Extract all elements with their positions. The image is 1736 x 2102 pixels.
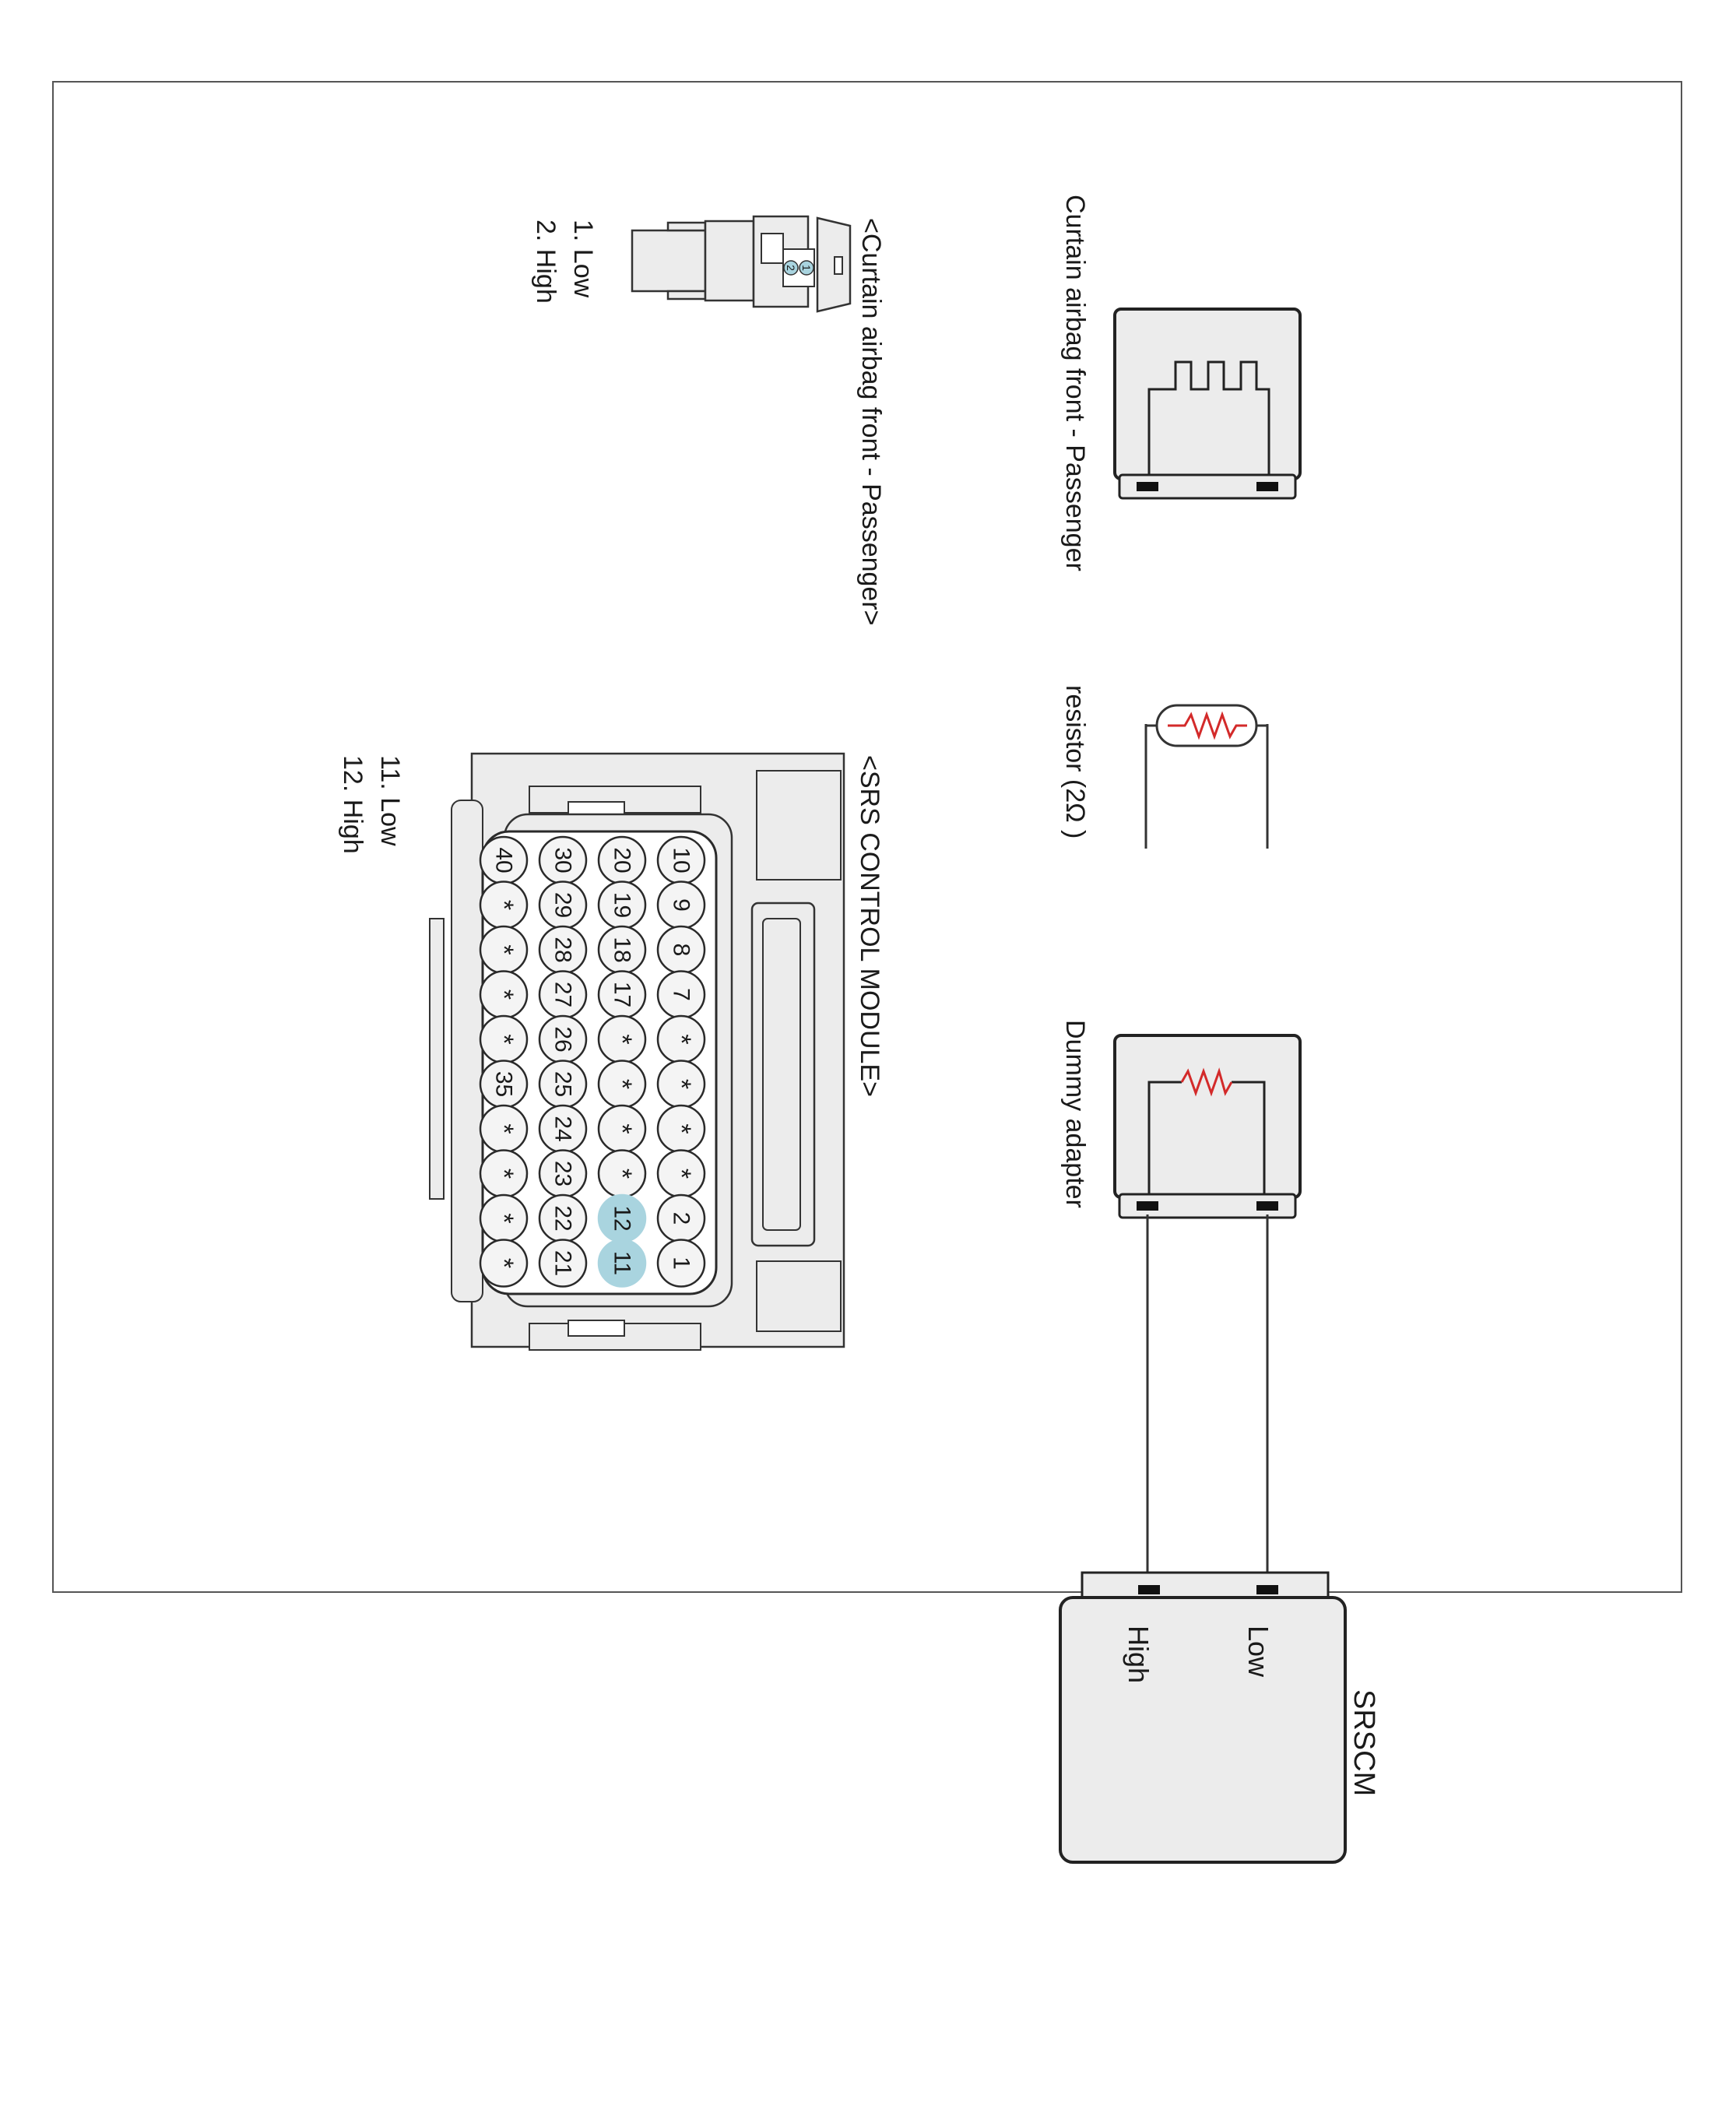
srscm-module xyxy=(1059,1571,1347,1864)
dummy-adapter-label: Dummy adapter xyxy=(1060,1020,1090,1208)
srs-pin-label: * xyxy=(666,1123,696,1134)
srs-pin-label: 2 xyxy=(669,1212,694,1225)
diagram-frame xyxy=(52,81,1682,1593)
srs-pin-label: * xyxy=(489,1034,518,1044)
airbag-pin-2-number: 2 xyxy=(785,265,797,271)
airbag-legend-high: 2. High xyxy=(531,220,561,304)
srs-pin-21 xyxy=(538,1239,588,1288)
resistor-zigzag-icon xyxy=(1168,711,1247,740)
dummy-adapter xyxy=(1113,1034,1302,1219)
curtain-airbag-label: Curtain airbag front - Passenger xyxy=(1060,195,1090,571)
srs-pin-label: 30 xyxy=(550,847,576,873)
srs-pin-1 xyxy=(656,1239,706,1288)
srs-pin-label: 25 xyxy=(550,1071,576,1097)
srs-pin-label: 21 xyxy=(550,1250,576,1276)
srs-connector-title: <SRS CONTROL MODULE> xyxy=(855,755,884,1097)
srs-pin-11 xyxy=(597,1239,647,1288)
srs-pin-label: * xyxy=(489,944,518,954)
airbag-connector-view: 2 1 xyxy=(631,215,852,313)
srs-pin-label: 20 xyxy=(610,847,635,873)
srs-pin-label: * xyxy=(489,900,518,910)
srscm-label: SRSCM xyxy=(1348,1689,1380,1796)
srs-pin-label: * xyxy=(489,989,518,1000)
srs-legend-low: 11. Low xyxy=(375,755,405,846)
srs-pin-label: * xyxy=(489,1258,518,1268)
srs-pin-label: 18 xyxy=(610,937,635,962)
srs-pin-label: * xyxy=(666,1079,696,1089)
airbag-pin-2 xyxy=(783,260,799,276)
srs-pin-label: 11 xyxy=(610,1251,635,1275)
srs-pin-label: 27 xyxy=(550,982,576,1007)
srs-pin-label: 9 xyxy=(669,898,694,912)
airbag-legend-low: 1. Low xyxy=(568,220,598,298)
srs-pin-label: 8 xyxy=(669,944,694,957)
srs-pin-label: * xyxy=(607,1034,637,1044)
srs-pin-label: 10 xyxy=(669,847,694,873)
airbag-pin-1 xyxy=(799,260,814,276)
srs-pin-label: * xyxy=(666,1034,696,1044)
srs-pin-grid: 10987****2120191817****12113029282726252… xyxy=(479,830,718,1295)
srs-legend-high: 12. High xyxy=(338,755,367,854)
airbag-connector-title: <Curtain airbag front - Passenger> xyxy=(856,218,886,626)
srs-pin-label: 17 xyxy=(610,982,635,1007)
resistor-label: resistor (2Ω ) xyxy=(1060,685,1090,838)
srs-pin-label: 29 xyxy=(550,892,576,918)
srs-pin-unused xyxy=(479,1239,529,1288)
squib-icon xyxy=(1147,360,1270,475)
srs-pin-label: * xyxy=(607,1079,637,1089)
srs-pin-label: 23 xyxy=(550,1161,576,1186)
srs-pin-label: 35 xyxy=(491,1071,517,1097)
srs-pin-label: 26 xyxy=(550,1026,576,1052)
srs-pin-label: 1 xyxy=(669,1257,694,1270)
srs-pin-label: * xyxy=(607,1169,637,1179)
srs-pin-label: 22 xyxy=(550,1205,576,1231)
curtain-airbag-module xyxy=(1113,308,1302,500)
srs-pin-label: 19 xyxy=(610,892,635,918)
srs-pin-label: * xyxy=(489,1169,518,1179)
srs-pin-label: 7 xyxy=(669,988,694,1001)
srs-pin-label: 12 xyxy=(610,1205,635,1231)
wires xyxy=(1146,1214,1269,1588)
srs-pin-label: 24 xyxy=(550,1116,576,1141)
srscm-pin-low-label: Low xyxy=(1242,1626,1274,1678)
srs-pin-label: * xyxy=(489,1123,518,1134)
srscm-pin-high-label: High xyxy=(1123,1626,1154,1683)
srs-pin-label: * xyxy=(666,1169,696,1179)
srs-pin-label: 28 xyxy=(550,937,576,962)
resistor-zigzag-icon xyxy=(1180,1067,1233,1097)
srs-pin-label: * xyxy=(489,1213,518,1223)
srs-pin-label: 40 xyxy=(491,847,517,873)
srs-pin-label: * xyxy=(607,1123,637,1134)
resistor-2-ohm xyxy=(1144,704,1269,849)
airbag-pin-1-number: 1 xyxy=(800,265,813,271)
